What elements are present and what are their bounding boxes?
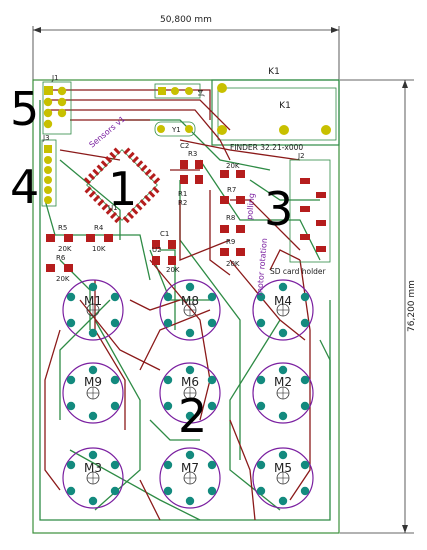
relay-k1-box-label: K1 <box>279 101 291 111</box>
motor-m3-label: M3 <box>84 461 102 475</box>
motor-m4 <box>252 279 314 341</box>
label-r5: R5 <box>58 224 67 232</box>
connector-j3: J3 <box>41 134 57 207</box>
sd-card-holder-label: SD card holder <box>270 267 327 276</box>
motor-m7 <box>159 447 221 509</box>
motor-rotation-label: motor rotation <box>255 238 269 296</box>
sd-card-holder-j2: J2 SD card holder <box>270 152 331 276</box>
motor-m4-label: M4 <box>274 294 292 308</box>
motor-m8-label: M8 <box>181 294 199 308</box>
motor-m1-label: M1 <box>84 294 102 308</box>
label-r6-value: 20K <box>56 275 70 283</box>
callout-1: 1 <box>108 162 137 216</box>
label-r4-value: 10K <box>92 245 106 253</box>
label-r1: R1 <box>178 190 187 198</box>
motor-m7-label: M7 <box>181 461 199 475</box>
motor-m9 <box>62 362 124 424</box>
motor-labels: M1 M8 M4 M9 M6 M2 M3 M7 M5 <box>84 294 292 475</box>
smd-components <box>46 160 326 272</box>
relay-k1: K1 K1 FINDER 32.21-x000 <box>211 67 340 152</box>
width-dimension: 50,800 mm <box>32 15 340 80</box>
label-r9: R9 <box>226 238 235 246</box>
label-r2: R2 <box>178 199 187 207</box>
board-outline <box>32 79 340 534</box>
label-r8: R8 <box>226 214 235 222</box>
relay-k1-top-label: K1 <box>268 67 280 77</box>
microcontroller-u1 <box>83 147 161 224</box>
sd-j2-label: J2 <box>297 152 305 160</box>
label-r4: R4 <box>94 224 104 232</box>
motor-footprints <box>62 279 314 509</box>
label-r3: R3 <box>188 150 197 158</box>
motor-m2 <box>252 362 314 424</box>
callout-numbers: 1 2 3 4 5 <box>10 82 293 443</box>
label-c1: C1 <box>160 230 169 238</box>
connector-j1-label: J1 <box>51 74 59 82</box>
component-labels: R5 20K R4 10K R6 20K C1 20K U2 R3 R1 R2 … <box>56 142 240 283</box>
callout-4: 4 <box>10 160 39 214</box>
height-dimension-label: 76,200 mm <box>407 280 417 332</box>
crystal-y1: Y1 <box>154 121 196 137</box>
label-r9-value: 20K <box>226 260 240 268</box>
motor-m6 <box>159 362 221 424</box>
connector-j1: J1 <box>42 74 72 135</box>
connector-j3-label: J3 <box>42 134 50 142</box>
motor-m6-label: M6 <box>181 375 199 389</box>
connector-j4: J4 <box>154 83 205 99</box>
label-r7-value: 20K <box>226 162 240 170</box>
relay-finder-label: FINDER 32.21-x000 <box>230 143 303 152</box>
motor-m1 <box>62 279 124 341</box>
label-c2: C2 <box>180 142 189 150</box>
callout-5: 5 <box>10 82 39 136</box>
microcontroller-u1-label: U1 <box>108 204 118 212</box>
motor-m9-label: M9 <box>84 375 102 389</box>
label-r5-value: 20K <box>58 245 72 253</box>
connector-j4-label: J4 <box>197 89 205 97</box>
motor-m5 <box>252 447 314 509</box>
crystal-y1-label: Y1 <box>171 126 181 134</box>
motor-pads <box>66 282 310 506</box>
label-r6: R6 <box>56 254 66 262</box>
polling-label: polling <box>245 193 256 220</box>
label-r7: R7 <box>227 186 236 194</box>
label-u2: U2 <box>152 246 162 254</box>
height-dimension: 76,200 mm <box>340 79 417 534</box>
motor-m5-label: M5 <box>274 461 292 475</box>
motor-m3 <box>62 447 124 509</box>
motor-m2-label: M2 <box>274 375 292 389</box>
callout-3: 3 <box>264 182 293 236</box>
label-c1-value: 20K <box>166 266 180 274</box>
callout-2: 2 <box>178 389 207 443</box>
motor-m8 <box>159 279 221 341</box>
width-dimension-label: 50,800 mm <box>160 15 212 25</box>
